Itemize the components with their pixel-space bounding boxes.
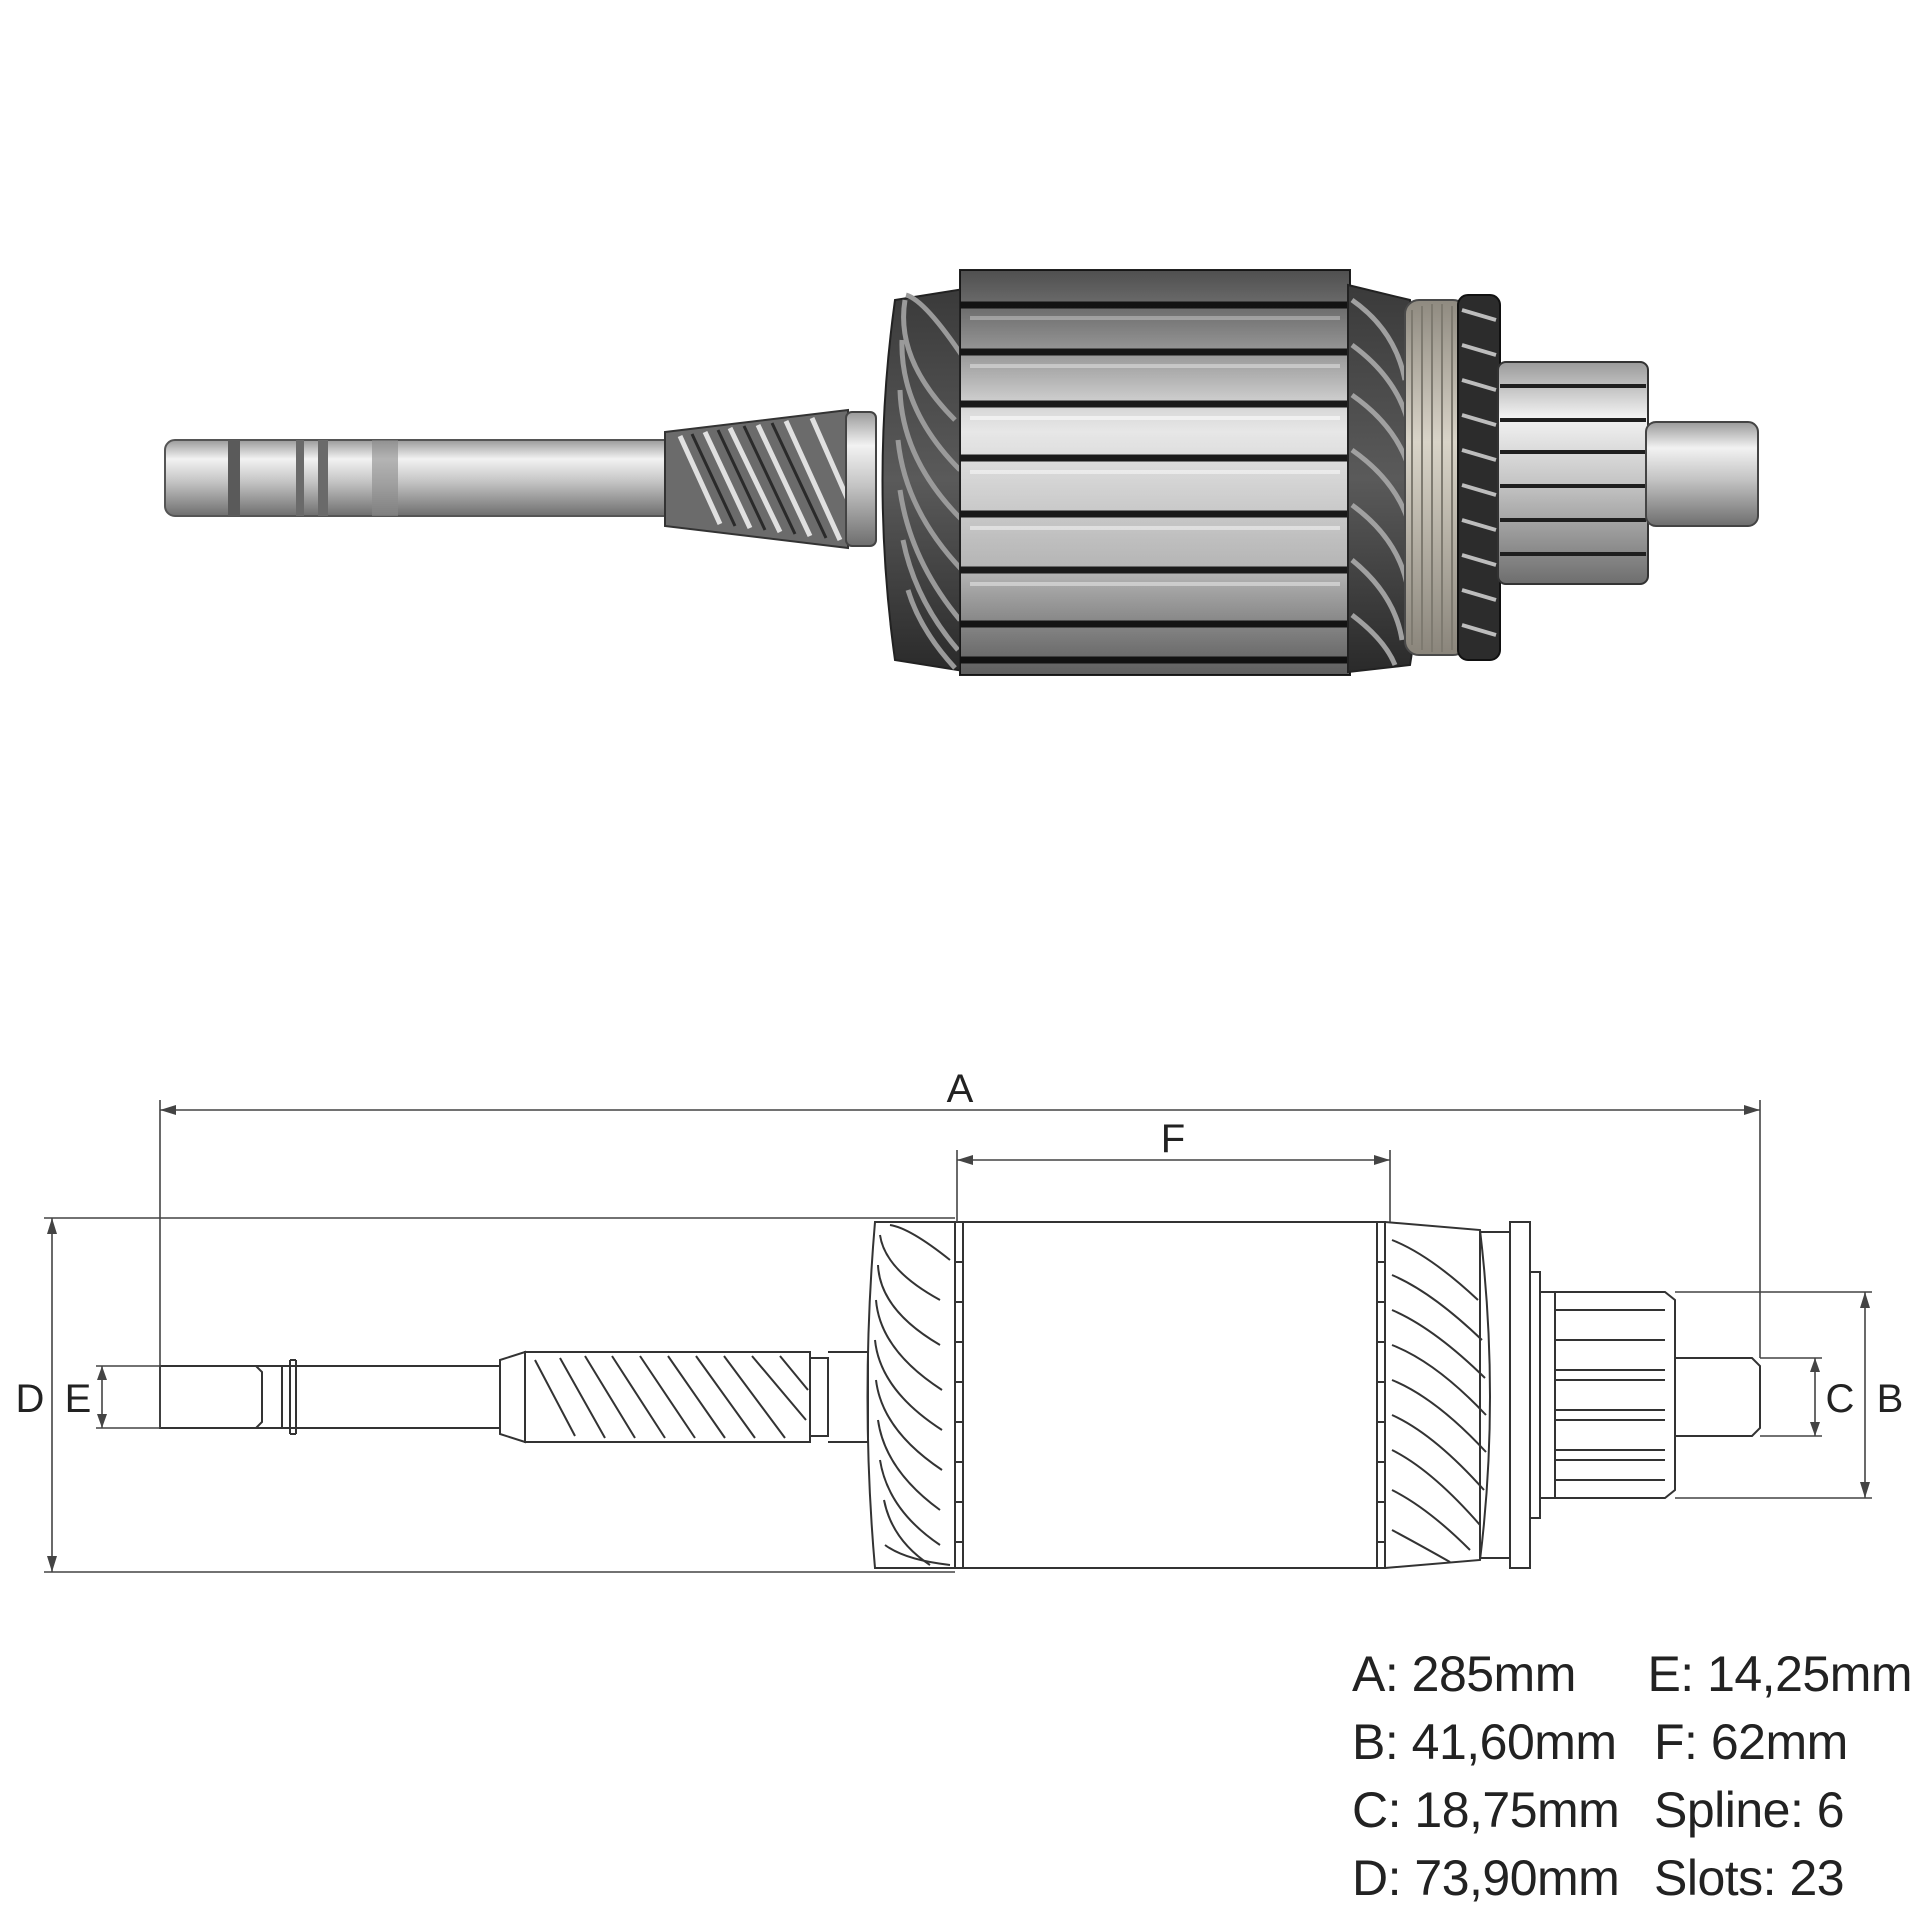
drawing-core (954, 1221, 1386, 1569)
drawing-winding-left (866, 1221, 956, 1569)
drawing-spline-hub (1539, 1291, 1676, 1499)
shaft-groove (318, 440, 328, 516)
dimension-label-a: A (947, 1067, 974, 1111)
spec-e: E: 14,25mm (1647, 1646, 1912, 1702)
drawing-shaft-left (159, 1365, 501, 1429)
dimension-label-d: D (16, 1377, 45, 1421)
spec-table: A: 285mm E: 14,25mm B: 41,60mm F: 62mm C… (1352, 1640, 1912, 1912)
drawing-winding-right (1384, 1221, 1491, 1569)
winding-left (881, 286, 971, 674)
drawing-shaft-right (1675, 1357, 1761, 1437)
dimension-label-e: E (65, 1377, 92, 1421)
splined-hub (1497, 361, 1649, 585)
commutator-ring (1457, 294, 1501, 661)
spec-b: B: 41,60mm (1352, 1714, 1617, 1770)
spec-slots: Slots: 23 (1654, 1850, 1845, 1906)
technical-drawing (159, 1221, 1761, 1569)
spec-d: D: 73,90mm (1352, 1850, 1620, 1906)
spec-c: C: 18,75mm (1352, 1782, 1620, 1838)
spec-row: B: 41,60mm F: 62mm (1352, 1708, 1912, 1776)
shaft-groove (372, 440, 398, 516)
dimension-label-b: B (1877, 1377, 1904, 1421)
drawing-pinion (524, 1351, 869, 1443)
shaft-groove (296, 440, 304, 516)
spec-a: A: 285mm (1352, 1646, 1576, 1702)
dimension-lines (44, 1100, 1872, 1573)
shaft-right (1645, 421, 1759, 527)
armature-photo (164, 269, 1759, 676)
dimension-label-c: C (1826, 1377, 1855, 1421)
dimension-label-f: F (1161, 1117, 1185, 1161)
binding-band (1404, 299, 1468, 656)
spec-row: D: 73,90mm Slots: 23 (1352, 1844, 1912, 1912)
armature-core (959, 269, 1351, 676)
shaft-left (164, 439, 676, 517)
helical-pinion (664, 408, 877, 550)
spec-spline: Spline: 6 (1654, 1782, 1845, 1838)
spec-row: A: 285mm E: 14,25mm (1352, 1640, 1912, 1708)
spec-row: C: 18,75mm Spline: 6 (1352, 1776, 1912, 1844)
spec-f: F: 62mm (1654, 1714, 1848, 1770)
shaft-groove (228, 440, 240, 516)
